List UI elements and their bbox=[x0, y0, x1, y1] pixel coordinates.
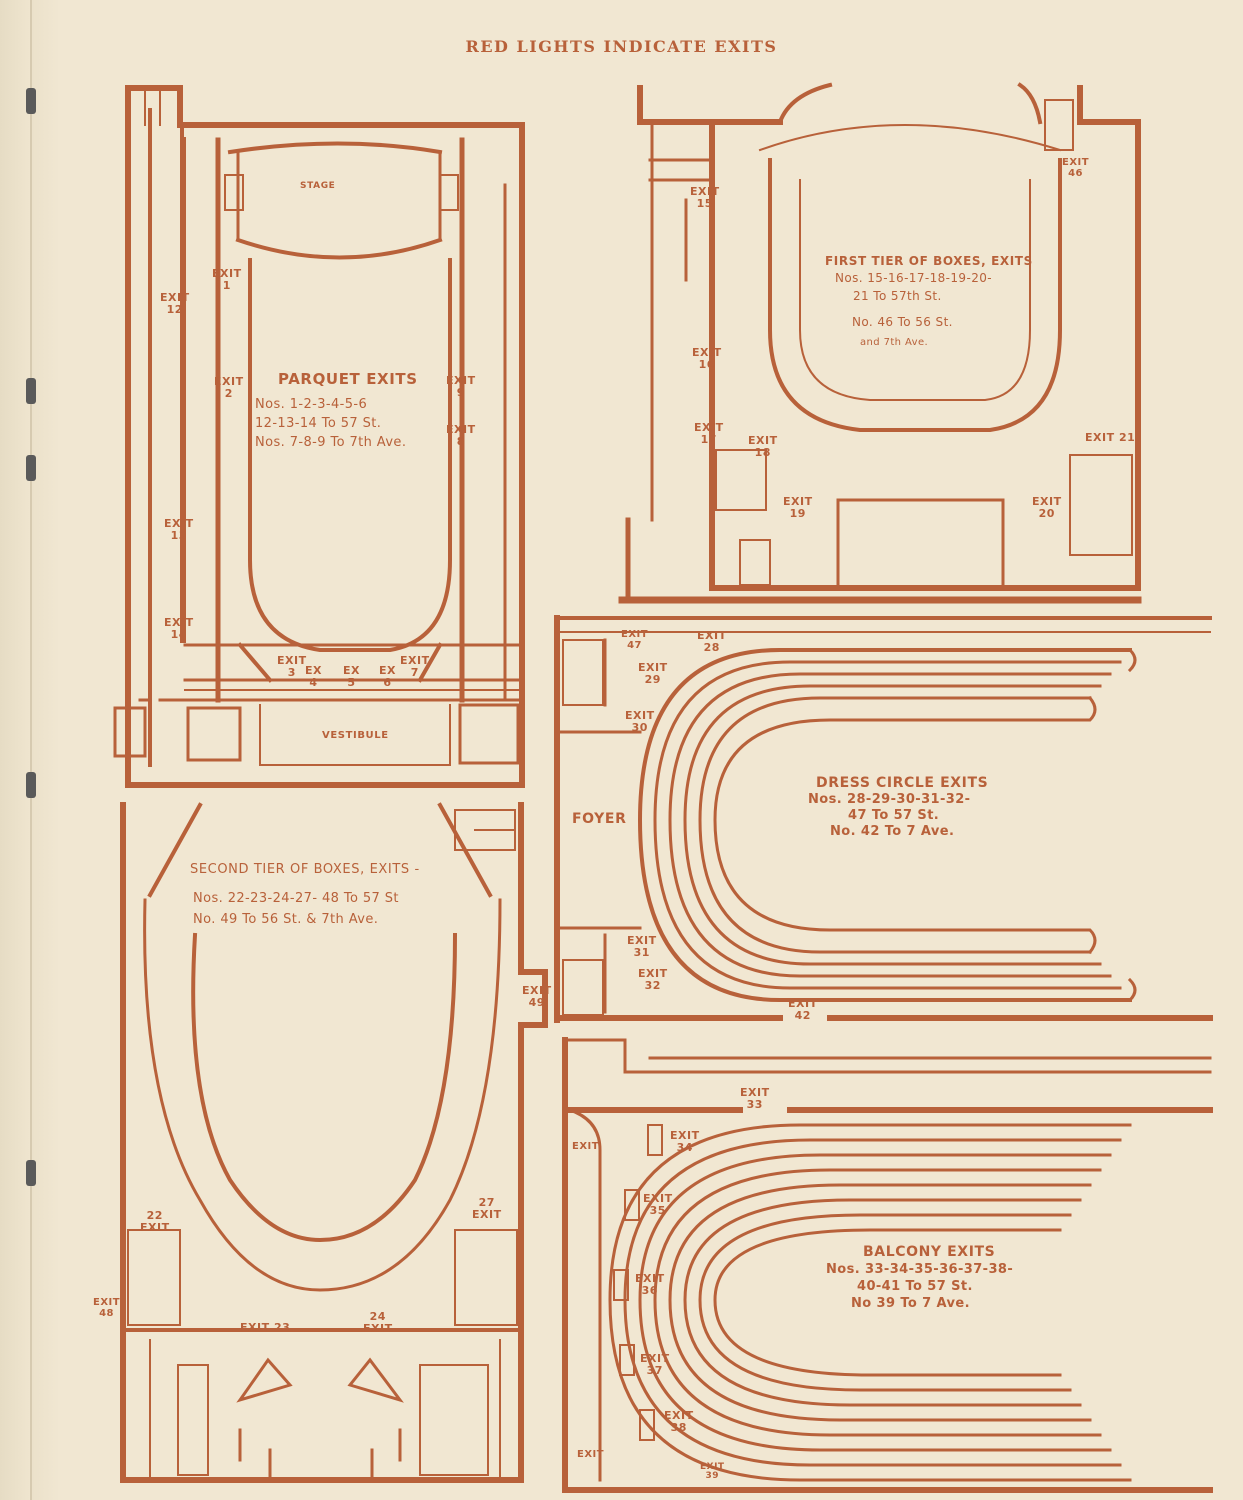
first-tier-note-3: No. 46 To 56 St. bbox=[852, 315, 953, 329]
second-tier-note-1: Nos. 22-23-24-27- 48 To 57 St bbox=[193, 891, 399, 906]
parquet-note-2: 12-13-14 To 57 St. bbox=[255, 416, 382, 431]
binding-fold bbox=[30, 0, 32, 1500]
dress-circle-note-2: 47 To 57 St. bbox=[848, 808, 940, 823]
exit-label-41: EXIT bbox=[577, 1449, 605, 1460]
dress-circle-note-1: Nos. 28-29-30-31-32- bbox=[808, 792, 971, 807]
dress-circle-plan bbox=[554, 615, 1213, 1023]
exit-label-21: EXIT 21 bbox=[1085, 431, 1136, 444]
first-tier-note-2: 21 To 57th St. bbox=[853, 289, 942, 303]
page-binding bbox=[0, 0, 60, 1500]
second-tier-note-2: No. 49 To 56 St. & 7th Ave. bbox=[193, 912, 379, 927]
exit-label-23: EXIT 23 bbox=[240, 1321, 291, 1334]
stage-label: STAGE bbox=[300, 181, 336, 191]
staple bbox=[26, 88, 36, 114]
first-tier-title: FIRST TIER OF BOXES, EXITS bbox=[825, 254, 1033, 268]
staple bbox=[26, 455, 36, 481]
first-tier-note-1: Nos. 15-16-17-18-19-20- bbox=[835, 271, 992, 285]
parquet-title: PARQUET EXITS bbox=[278, 370, 418, 388]
exit-label-40: EXIT bbox=[572, 1141, 600, 1152]
balcony-note-2: 40-41 To 57 St. bbox=[857, 1279, 973, 1294]
parquet-note-3: Nos. 7-8-9 To 7th Ave. bbox=[255, 435, 407, 450]
first-tier-plan bbox=[618, 82, 1142, 604]
staple bbox=[26, 1160, 36, 1186]
foyer-label: FOYER bbox=[572, 811, 627, 827]
parquet-plan bbox=[113, 85, 525, 788]
dress-circle-note-3: No. 42 To 7 Ave. bbox=[830, 824, 955, 839]
page-title: RED LIGHTS INDICATE EXITS bbox=[465, 37, 778, 56]
second-tier-plan bbox=[120, 802, 548, 1483]
balcony-plan bbox=[562, 1037, 1213, 1493]
second-tier-title: SECOND TIER OF BOXES, EXITS - bbox=[190, 862, 420, 877]
balcony-title: BALCONY EXITS bbox=[863, 1244, 996, 1260]
vestibule-label: VESTIBULE bbox=[322, 730, 389, 741]
balcony-note-1: Nos. 33-34-35-36-37-38- bbox=[826, 1262, 1014, 1277]
staple bbox=[26, 378, 36, 404]
staple bbox=[26, 772, 36, 798]
parquet-note-1: Nos. 1-2-3-4-5-6 bbox=[255, 397, 368, 412]
dress-circle-title: DRESS CIRCLE EXITS bbox=[816, 775, 989, 791]
first-tier-note-4: and 7th Ave. bbox=[860, 337, 929, 348]
balcony-note-3: No 39 To 7 Ave. bbox=[851, 1296, 970, 1311]
